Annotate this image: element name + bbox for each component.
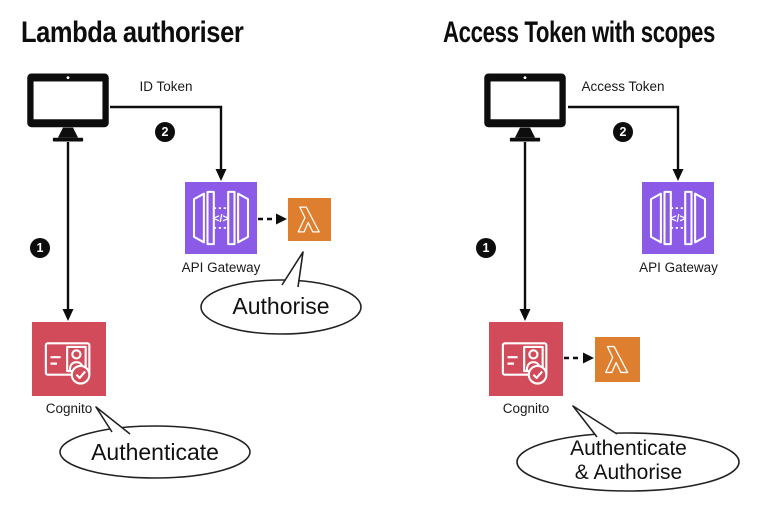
api-gateway-icon: </>	[642, 182, 714, 254]
right-step-2-badge: 2	[613, 122, 633, 142]
left-api-gateway-label: API Gateway	[181, 260, 261, 275]
left-authenticate-speech-bubble	[59, 406, 251, 479]
right-token-label: Access Token	[581, 79, 665, 94]
left-apigw-to-lambda-dashed-arrow	[258, 213, 287, 225]
right-panel-title: Access Token with scopes	[443, 16, 716, 49]
authenticate-bubble-text: Authenticate	[91, 439, 219, 465]
right-api-gateway-label: API Gateway	[639, 260, 718, 275]
code-glyph: </>	[213, 213, 229, 225]
code-glyph: </>	[670, 213, 686, 225]
auth-bubble-line2: & Authorise	[574, 461, 683, 484]
left-step-1-badge: 1	[30, 238, 50, 258]
monitor-icon	[483, 72, 567, 143]
api-gateway-icon: </>	[185, 182, 257, 254]
authorise-bubble-text: Authorise	[232, 293, 330, 319]
right-token-arrow	[568, 105, 684, 181]
cognito-icon	[489, 322, 563, 396]
left-cognito-label: Cognito	[45, 401, 93, 416]
right-cognito-label: Cognito	[502, 401, 550, 416]
left-authenticate-arrow	[62, 142, 74, 321]
auth-bubble-text: Authenticate & Authorise	[519, 437, 738, 485]
left-panel-title: Lambda authoriser	[21, 16, 244, 49]
auth-bubble-line1: Authenticate	[570, 437, 687, 460]
cognito-icon	[32, 322, 106, 396]
lambda-icon	[288, 198, 331, 241]
right-auth-speech-bubble	[516, 405, 740, 492]
lambda-icon	[595, 337, 640, 382]
right-step-1-badge: 1	[476, 238, 496, 258]
right-authenticate-arrow	[519, 142, 531, 321]
left-token-arrow	[110, 105, 227, 181]
monitor-icon	[26, 72, 110, 143]
left-token-label: ID Token	[139, 79, 193, 94]
right-cognito-to-lambda-dashed-arrow	[564, 352, 594, 364]
left-step-2-badge: 2	[155, 122, 175, 142]
left-authorise-speech-bubble	[200, 251, 362, 335]
